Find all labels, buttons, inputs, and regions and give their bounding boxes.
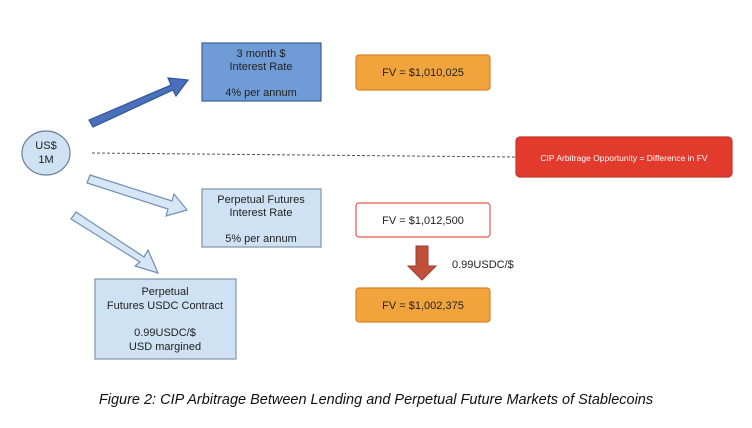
rate-3m-line-1: 3 month $ [237,48,286,60]
rate-3m-box: 3 month $ Interest Rate 4% per annum [201,42,322,102]
origin-line-2: 1M [38,154,53,166]
fv-perp-box: FV = $1,012,500 [355,202,491,238]
down-arrow [406,245,438,281]
contract-line-4: 0.99USDC/$ [134,327,196,339]
cip-arbitrage-text: CIP Arbitrage Opportunity = Difference i… [540,153,708,163]
contract-box: Perpetual Futures USDC Contract 0.99USDC… [94,278,237,360]
rate-3m-line-2: Interest Rate [230,61,293,73]
contract-line-2: Futures USDC Contract [107,300,223,312]
conversion-rate-label: 0.99USDC/$ [452,259,514,271]
arrow-to-perp-rate [86,174,189,217]
contract-line-5: USD margined [129,341,201,353]
fv-converted-box: FV = $1,002,375 [355,287,491,323]
rate-perp-box: Perpetual Futures Interest Rate 5% per a… [201,188,322,248]
dashed-connector [91,152,517,158]
figure-caption: Figure 2: CIP Arbitrage Between Lending … [98,392,654,408]
fv-perp-text: FV = $1,012,500 [382,215,464,227]
origin-node: US$ 1M [21,130,71,176]
contract-line-1: Perpetual [141,286,188,298]
rate-perp-line-4: 5% per annum [225,233,297,245]
rate-perp-line-2: Interest Rate [230,207,293,219]
origin-line-1: US$ [35,140,56,152]
fv-3m-text: FV = $1,010,025 [382,67,464,79]
rate-3m-line-4: 4% per annum [225,87,297,99]
fv-3m-box: FV = $1,010,025 [355,54,491,91]
fv-converted-text: FV = $1,002,375 [382,300,464,312]
rate-perp-line-1: Perpetual Futures [217,194,305,206]
arrow-to-contract [70,211,160,274]
arrow-to-3m-rate [88,77,190,128]
cip-arbitrage-box: CIP Arbitrage Opportunity = Difference i… [515,136,733,178]
